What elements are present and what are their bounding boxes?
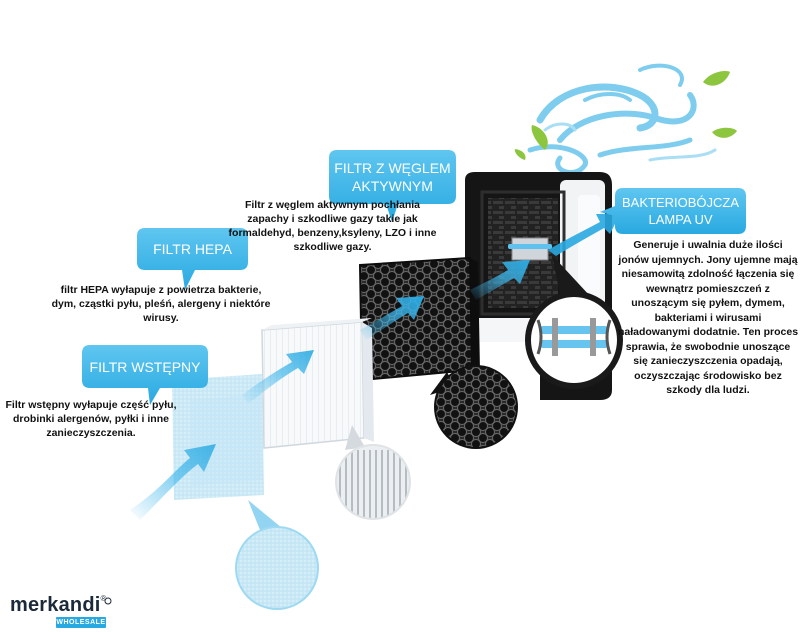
logo-name-text: merkandi: [10, 594, 101, 616]
uv-lamp-label-line2: LAMPA UV: [648, 212, 713, 227]
carbon-filter-label-line2: AKTYWNYM: [352, 178, 433, 194]
merkandi-logo: merkandi®: [10, 594, 107, 617]
wind-swirl-graphic: [527, 63, 717, 176]
hepa-filter-panel: [261, 318, 374, 449]
pre-filter-description: Filtr wstępny wyłapuje część pyłu, drobi…: [5, 399, 177, 439]
registered-mark: ®: [100, 594, 107, 603]
pre-filter-label: FILTR WSTĘPNY: [82, 345, 208, 388]
carbon-filter-label-line1: FILTR Z WĘGLEM: [334, 160, 451, 176]
uv-lamp-description: Generuje i uwalnia duże ilości jonów uje…: [617, 239, 799, 396]
hepa-filter-label-text: FILTR HEPA: [153, 241, 232, 257]
carbon-zoom-circle: [430, 365, 518, 449]
pre-filter-label-text: FILTR WSTĘPNY: [89, 358, 201, 375]
pre-filter-panel: [172, 374, 264, 500]
merkandi-logo-mark: [104, 597, 112, 605]
hepa-filter-label: FILTR HEPA: [137, 228, 248, 270]
carbon-filter-panel: [358, 256, 480, 382]
carbon-filter-description: Filtr z węglem aktywnym pochłania zapach…: [228, 199, 437, 253]
hepa-filter-description: filtr HEPA wyłapuje z powietrza bakterie…: [51, 284, 271, 324]
airflow-arrows: [130, 214, 620, 520]
hepa-zoom-circle: [335, 425, 411, 520]
uv-lamp-zoom: [525, 255, 623, 389]
leaf-icon: [514, 71, 737, 160]
uv-lamp-label: BAKTERIOBÓJCZA LAMPA UV: [615, 188, 746, 234]
pre-filter-zoom-circle: [235, 500, 319, 610]
logo-wholesale-badge: WHOLESALE: [56, 617, 106, 628]
label-tag-shapes: [82, 150, 746, 405]
carbon-filter-label: FILTR Z WĘGLEM AKTYWNYM: [329, 150, 456, 204]
uv-lamp-label-line1: BAKTERIOBÓJCZA: [621, 195, 740, 210]
